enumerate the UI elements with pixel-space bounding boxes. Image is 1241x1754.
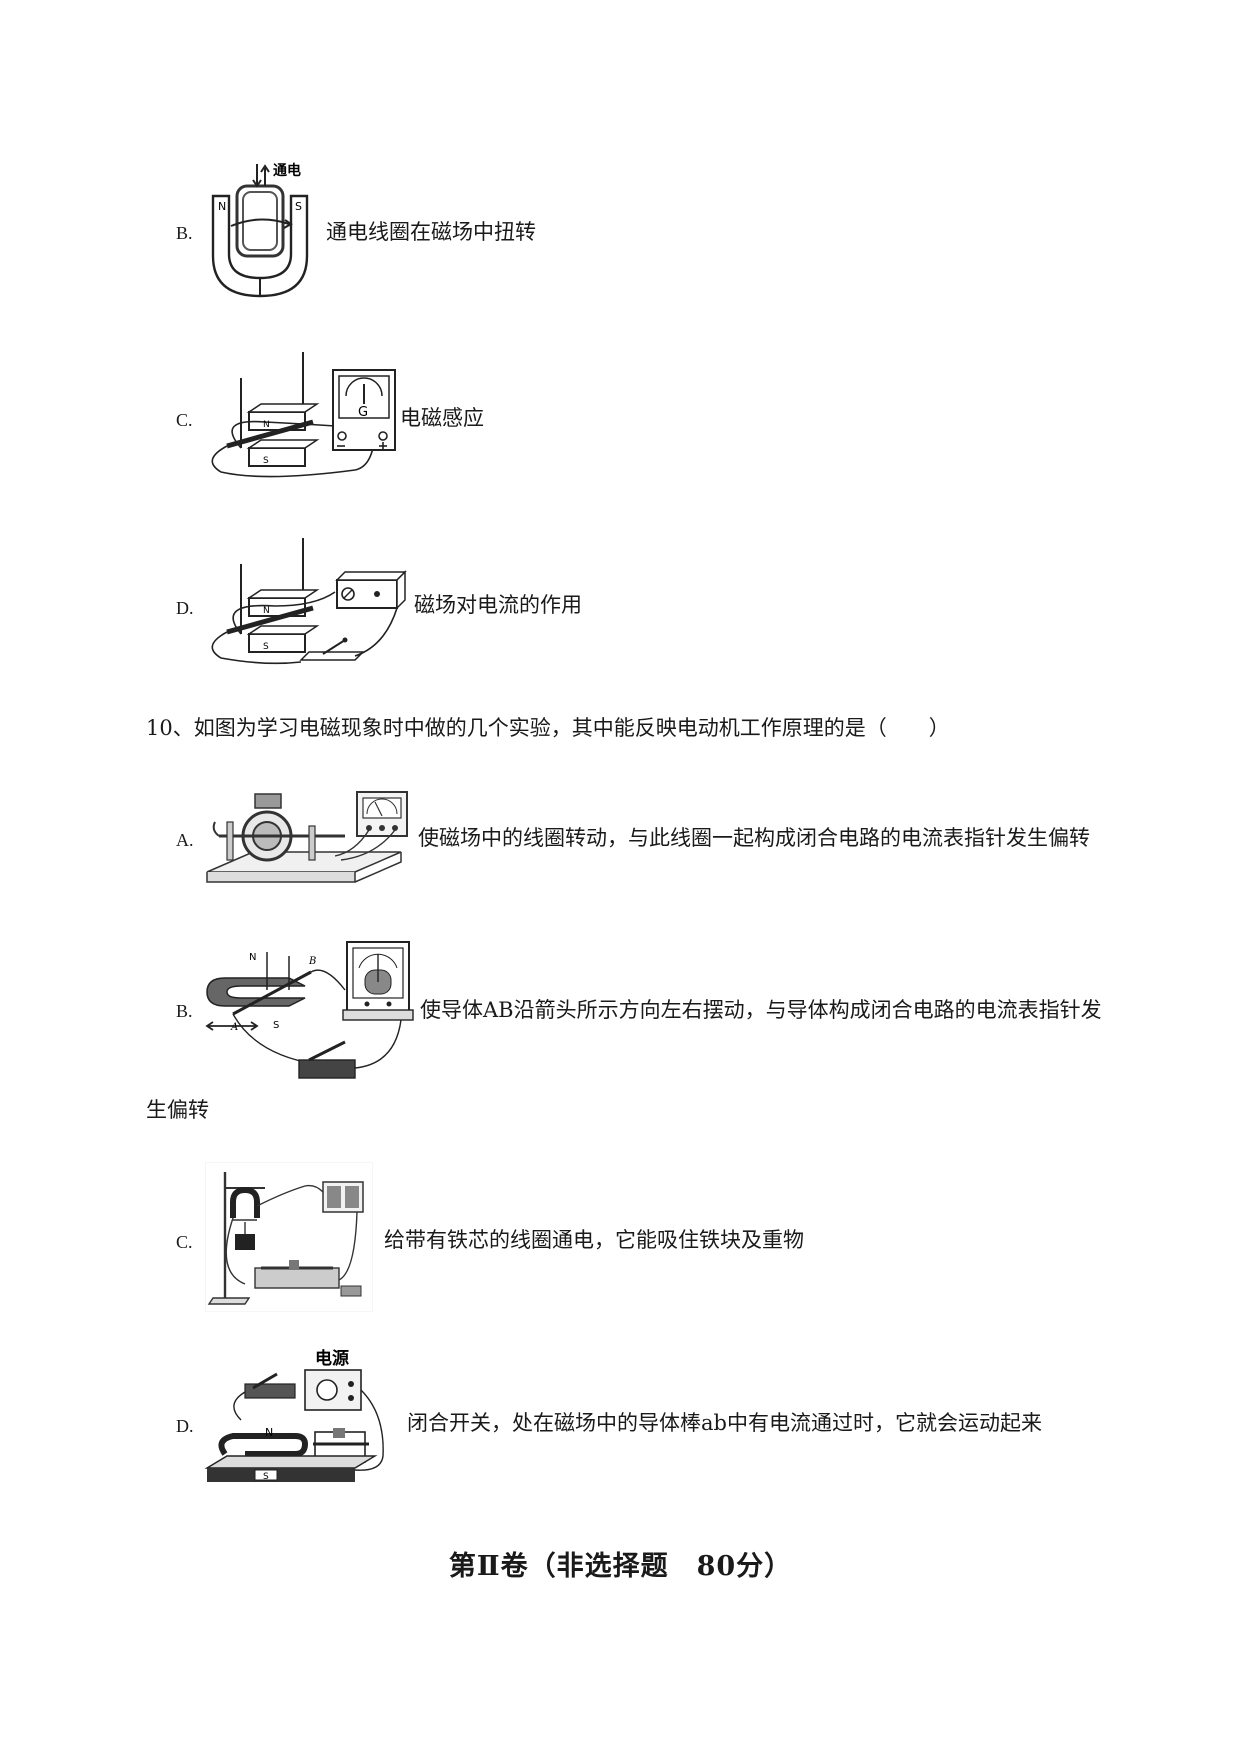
option-text: 使导体AB沿箭头所示方向左右摆动，与导体构成闭合电路的电流表指针发 <box>420 998 1102 1022</box>
figure-induction-galvanometer: G N S <box>205 350 405 480</box>
option-text-continued: 生偏转 <box>146 1098 209 1122</box>
option-letter: C. <box>176 410 193 430</box>
option-text: 闭合开关，处在磁场中的导体棒ab中有电流通过时，它就会运动起来 <box>407 1411 1042 1435</box>
option-letter: B. <box>176 223 193 243</box>
section-title: 第Ⅱ卷（非选择题 80分） <box>448 1551 793 1582</box>
power-supply-label: 电源 <box>315 1348 349 1369</box>
option-text: 磁场对电流的作用 <box>414 593 582 617</box>
figure-conductor-ab-swing: N S A B <box>205 934 415 1084</box>
figure-electromagnet-lift <box>205 1162 373 1312</box>
option-text: 通电线圈在磁场中扭转 <box>326 220 536 244</box>
figure-coil-in-magnet: 通电 N S <box>205 156 315 300</box>
north-label: N <box>263 606 270 616</box>
figure-motor-principle: 电源 N S <box>205 1344 395 1494</box>
south-label: S <box>295 200 302 213</box>
north-label: N <box>263 420 270 430</box>
south-label: S <box>263 642 269 652</box>
galvanometer-label: G <box>358 405 368 420</box>
north-label: N <box>265 1426 273 1439</box>
option-letter: B. <box>176 1001 193 1021</box>
option-letter: A. <box>176 830 194 850</box>
figure-current-in-field: N S <box>205 536 415 670</box>
north-label: N <box>249 952 256 963</box>
option-letter: C. <box>176 1232 193 1252</box>
south-label: S <box>263 456 269 466</box>
figure-label: 通电 <box>273 162 301 179</box>
option-letter: D. <box>176 1416 194 1436</box>
point-b-label: B <box>308 956 316 967</box>
option-text: 给带有铁芯的线圈通电，它能吸住铁块及重物 <box>384 1228 804 1252</box>
question-stem: 10、如图为学习电磁现象时中做的几个实验，其中能反映电动机工作原理的是（ ） <box>146 716 950 740</box>
option-text: 使磁场中的线圈转动，与此线圈一起构成闭合电路的电流表指针发生偏转 <box>418 826 1090 850</box>
south-label: S <box>273 1020 279 1031</box>
option-text: 电磁感应 <box>400 406 484 430</box>
option-letter: D. <box>176 598 194 618</box>
south-label: S <box>263 1472 269 1482</box>
point-a-label: A <box>230 1022 238 1033</box>
figure-generator-ammeter <box>205 782 410 894</box>
north-label: N <box>218 200 226 213</box>
